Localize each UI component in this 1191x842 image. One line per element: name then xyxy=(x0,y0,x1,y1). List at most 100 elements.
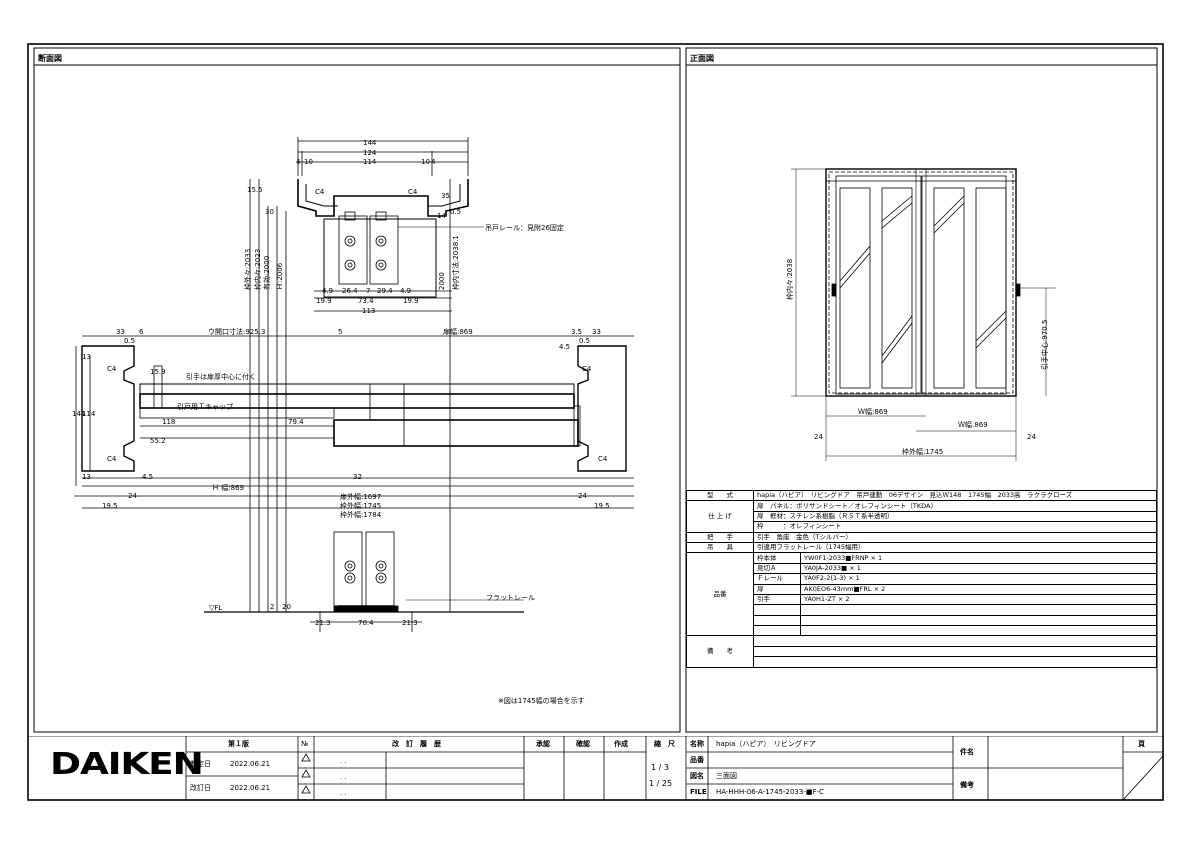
fv-door-w2: Ｗ幅:869 xyxy=(958,421,988,429)
tb-edition: 第１版 xyxy=(228,740,249,748)
tb-created-date: 2022.06.21 xyxy=(230,760,271,768)
head-section xyxy=(249,137,484,316)
spec-value: 引手 角座 金色（Tシルバー） xyxy=(753,531,1157,543)
side-24-l: 24 xyxy=(128,492,137,500)
tb-revision-header: 改 訂 履 歴 xyxy=(392,740,441,748)
fv-side-24-r: 24 xyxy=(1027,433,1036,441)
label-opening: ウ開口寸法:925.3 xyxy=(208,328,266,336)
part-code xyxy=(800,625,1157,637)
label-1697: 扉外幅:1697 xyxy=(340,493,382,501)
mdim-3-5: 3.5 xyxy=(571,328,583,336)
biko-row: 備 考 xyxy=(686,635,1157,668)
mdim-0-5: 0.5 xyxy=(124,337,136,345)
sdim-21-3-r: 21.3 xyxy=(402,619,418,627)
mdim-32: 32 xyxy=(353,473,362,481)
spec-row-finish: 仕 上 げ扉 パネル：ポリサンドシート／オレフィンシート（TKDA） xyxy=(686,500,1157,533)
daiken-logo: DAIKEN xyxy=(50,747,204,782)
dim-10-left: 10 xyxy=(304,158,313,166)
mdim-6: 6 xyxy=(139,328,144,336)
part-name xyxy=(753,625,801,637)
tb-page: 頁 xyxy=(1138,740,1145,748)
part-name: 枠本体 xyxy=(753,552,801,564)
label-c4-top-right: C4 xyxy=(408,188,418,196)
parts-row xyxy=(687,604,1157,616)
dim-4-right: 4 xyxy=(431,158,436,166)
part-code: YA0H1-ZT × 2 xyxy=(800,593,1157,606)
fv-total-w: 枠外幅:1745 xyxy=(902,448,944,456)
vert-label-2: 枠内々:2023 xyxy=(254,248,262,290)
spec-label: 把 手 xyxy=(686,531,754,543)
part-name: Ｆレール xyxy=(753,573,801,585)
label-fl: ▽FL xyxy=(209,604,223,612)
vdim-13-bottom: 13 xyxy=(82,473,91,481)
label-flat-rail: フラットレール xyxy=(486,594,535,602)
dim-10-right: 10 xyxy=(421,158,430,166)
vert-label-1: 枠外々:2033 xyxy=(244,248,252,290)
vert-label-4: Ｈ:2006 xyxy=(276,262,284,290)
tb-rev-dot-2: . . xyxy=(340,773,347,781)
side-19-5-r: 19.5 xyxy=(594,502,610,510)
tb-rev-dot-1: . . xyxy=(340,757,347,765)
tb-zumei-value: 三面図 xyxy=(716,772,737,780)
fv-height: 枠内々:2038 xyxy=(786,258,794,300)
dim-15-5: 15.5 xyxy=(247,186,263,194)
dim-114: 114 xyxy=(363,158,377,166)
tb-hinban-label: 品番 xyxy=(690,756,704,764)
sdim-2: 2 xyxy=(270,603,275,611)
spec-row-handle: 把 手引手 角座 金色（Tシルバー） xyxy=(686,531,1157,543)
dim-144: 144 xyxy=(363,139,377,147)
section-drawing xyxy=(74,137,634,632)
vert-label-right: 枠内寸法:2038.1 xyxy=(452,235,460,290)
spec-label: 吊 具 xyxy=(686,541,754,554)
dim-35: 35 xyxy=(441,192,450,200)
bdim-26-4: 26.4 xyxy=(342,287,358,295)
spec-value: 枠 ：オレフィンシート xyxy=(753,521,1157,533)
spec-label: 仕 上 げ xyxy=(686,500,754,533)
biko-row xyxy=(687,656,1157,668)
sill-section xyxy=(204,531,524,632)
fv-side-24-l: 24 xyxy=(814,433,823,441)
parts-label: 品番 xyxy=(686,552,754,637)
label-door-width: 扉幅:869 xyxy=(443,328,473,336)
label-c4-low-left: C4 xyxy=(107,455,117,463)
sdim-21-3-l: 21.3 xyxy=(315,619,331,627)
bdim-113: 113 xyxy=(362,307,376,315)
front-view-drawing xyxy=(791,168,1056,461)
parts-row xyxy=(687,625,1157,637)
vert-label-2000: 2000 xyxy=(438,272,446,290)
vert-label-3: 有効:2000 xyxy=(263,255,271,290)
part-name xyxy=(753,614,801,627)
side-24-r: 24 xyxy=(578,492,587,500)
left-panel-title: 断面図 xyxy=(38,54,62,63)
tb-approve: 承認 xyxy=(536,740,550,748)
tb-file-label: FILE xyxy=(690,788,707,796)
tb-kenmei: 件名 xyxy=(960,748,974,756)
bdim-19-9-l: 19.9 xyxy=(316,297,332,305)
spec-value: hapia（ハピア） リビングドア 吊戸連動 06デザイン 見込Ｗ148 174… xyxy=(753,489,1157,502)
bdim-73-4: 73.4 xyxy=(358,297,374,305)
fv-door-w1: Ｗ幅:869 xyxy=(858,408,888,416)
spec-value: 引違用フラットレール（1745幅用） xyxy=(753,541,1157,554)
part-name: 見切Ａ xyxy=(753,562,801,575)
label-c4-low-right: C4 xyxy=(598,455,608,463)
tb-scale-label: 縮 尺 xyxy=(654,740,675,748)
tb-file-value: HA-HHH-06-A-1745-2033-■F-C xyxy=(716,788,824,796)
dim-0-5: 0.5 xyxy=(450,208,462,216)
biko-row xyxy=(687,645,1157,658)
part-name: 引手 xyxy=(753,593,801,606)
part-code xyxy=(800,604,1157,616)
label-1784: 枠外幅:1784 xyxy=(340,511,382,519)
tb-rev-dot-3: . . xyxy=(340,789,347,797)
part-name xyxy=(753,604,801,616)
label-1745: 枠外幅:1745 xyxy=(340,502,382,510)
dim-30: 30 xyxy=(265,208,274,216)
dim-124: 124 xyxy=(363,149,377,157)
bdim-4-9-r: 4.9 xyxy=(400,287,412,295)
part-code xyxy=(800,614,1157,627)
